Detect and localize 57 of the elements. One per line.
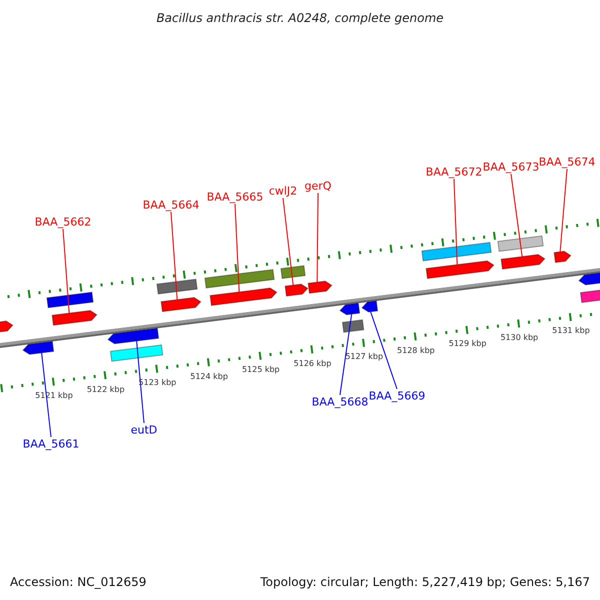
scale-label: 5122 kbp (86, 386, 125, 394)
gene-label: BAA_5665 (206, 192, 264, 202)
gene-label: BAA_5668 (312, 396, 368, 408)
leader-line (340, 314, 352, 396)
leader-line (136, 340, 144, 424)
leader-line (282, 198, 294, 286)
gene-label: BAA_5662 (34, 216, 92, 228)
scale-label: 5124 kbp (190, 372, 228, 381)
gene-label: BAA_5669 (368, 390, 426, 402)
scale-label: 5127 kbp (345, 353, 384, 362)
scale-label: 5125 kbp (242, 366, 280, 374)
leader-line (454, 178, 458, 266)
gene-feature (578, 270, 600, 286)
scale-label: 5130 kbp (500, 334, 538, 342)
gene-label: gerQ (304, 180, 332, 192)
gene-feature (46, 292, 94, 308)
gene-feature (0, 320, 14, 334)
gene-label: BAA_5672 (426, 166, 482, 178)
gene-feature (342, 319, 364, 333)
scale-label: 5129 kbp (448, 340, 486, 348)
gene-feature (107, 328, 160, 344)
leader-line (370, 311, 398, 390)
gene-label: BAA_5673 (482, 162, 540, 172)
gene-feature (426, 260, 495, 280)
scale-label: 5126 kbp (294, 360, 332, 368)
genome-summary: Topology: circular; Length: 5,227,419 bp; Genes: 5,167 (260, 576, 590, 588)
gene-feature (580, 286, 600, 304)
gene-feature (284, 284, 309, 297)
scale-label: 5128 kbp (397, 346, 435, 355)
gene-label: BAA_5674 (538, 156, 596, 168)
leader-line (510, 174, 523, 258)
gene-feature (497, 235, 544, 252)
leader-line (170, 212, 178, 300)
leader-line (560, 168, 568, 252)
gene-label: BAA_5661 (22, 438, 80, 450)
gene-feature (204, 269, 275, 289)
leader-line (62, 228, 70, 314)
gene-label: cwlJ2 (268, 186, 298, 196)
gene-feature (210, 288, 278, 306)
gene-label: eutD (130, 424, 158, 436)
gene-feature (160, 297, 202, 312)
title: Bacillus anthracis str. A0248, complete genome (156, 12, 444, 24)
gene-feature (110, 344, 164, 362)
gene-feature (554, 250, 572, 264)
gene-feature (500, 254, 546, 270)
accession-note: Accession: NC_012659 (10, 576, 146, 588)
gene-feature (52, 310, 98, 326)
gene-feature (156, 278, 198, 295)
gene-feature (361, 300, 378, 313)
scale-label: 5131 kbp (552, 327, 590, 336)
gene-feature (339, 302, 360, 316)
leader-line (234, 204, 240, 292)
leader-line (316, 192, 318, 283)
gene-feature (280, 265, 306, 280)
gene-label: BAA_5664 (142, 200, 200, 210)
gene-feature (22, 340, 54, 355)
gene-feature (308, 280, 333, 294)
